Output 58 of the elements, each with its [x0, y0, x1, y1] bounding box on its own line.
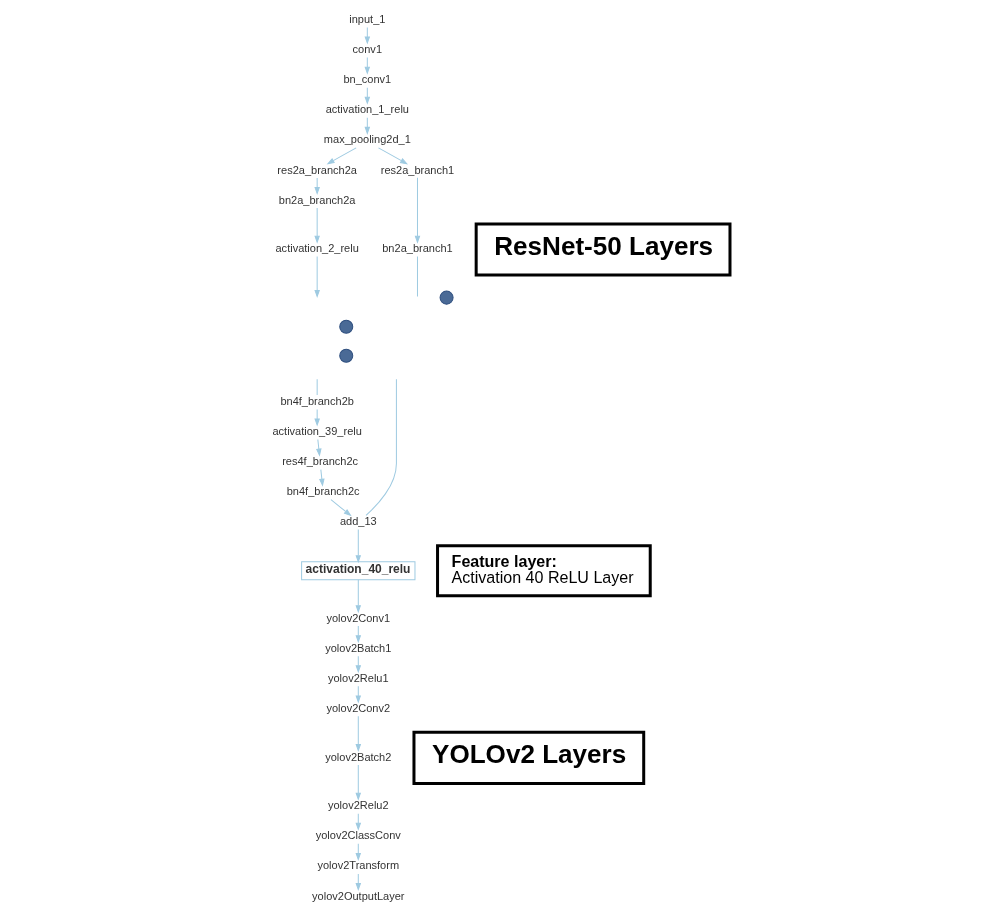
arrow [314, 206, 320, 243]
arrow [364, 26, 370, 44]
node-text: max_pooling2d_1 [323, 132, 411, 145]
arrow [377, 146, 408, 164]
node-text: yolov2Transform [317, 858, 400, 871]
node-text: activation_1_relu [325, 102, 409, 115]
node-box: YOLOv2 Layers [412, 730, 646, 785]
connector [316, 378, 318, 395]
node-box: ResNet-50 Layers [474, 221, 732, 277]
node-text: activation_2_relu [275, 241, 359, 254]
node-text: res4f_branch2c [282, 454, 359, 467]
node-circle [339, 319, 354, 334]
arrow [327, 146, 357, 164]
node-text: yolov2Relu1 [327, 671, 389, 684]
arrow [355, 715, 361, 751]
node-text: bn2a_branch1 [382, 241, 453, 254]
node-text: input_1 [349, 12, 386, 25]
arrow [314, 255, 320, 297]
node-text: bn4f_branch2b [280, 394, 354, 407]
arrow [330, 498, 351, 516]
connector [417, 255, 418, 297]
arrow [355, 625, 361, 642]
connector [365, 378, 397, 516]
arrow [364, 116, 370, 134]
node-text: yolov2Batch2 [325, 750, 392, 763]
arrow [355, 842, 361, 860]
arrow [319, 468, 325, 486]
node-text: yolov2OutputLayer [312, 889, 405, 902]
node-circle [339, 348, 354, 363]
arrow [355, 655, 361, 672]
node-text: res2a_branch1 [380, 163, 455, 176]
arrow [364, 56, 370, 74]
arrow [414, 176, 421, 243]
node-text: bn4f_branch2c [286, 484, 360, 497]
arrow [355, 872, 361, 890]
node-text: conv1 [352, 42, 383, 55]
node-text: yolov2Conv2 [326, 701, 391, 714]
node-text: yolov2ClassConv [315, 828, 401, 841]
arrow [314, 176, 320, 194]
arrow [355, 578, 361, 612]
node-box: Feature layer: Activation 40 ReLU Layer [436, 543, 652, 597]
arrow [314, 408, 320, 426]
node-text: yolov2Conv1 [326, 611, 391, 624]
node-text: bn2a_branch2a [278, 193, 356, 206]
node-box: activation_40_relu [301, 560, 416, 580]
node-circle [439, 290, 454, 305]
arrow [355, 812, 361, 830]
arrow [355, 528, 361, 562]
arrow [364, 86, 370, 104]
node-text: bn_conv1 [343, 72, 392, 85]
node-text: activation_39_relu [272, 424, 362, 437]
node-text: add_13 [339, 514, 377, 527]
arrow [355, 685, 361, 702]
arrow [316, 438, 322, 456]
arrow [355, 763, 361, 800]
node-text: yolov2Relu2 [327, 798, 389, 811]
node-text: res2a_branch2a [277, 163, 357, 176]
node-text: yolov2Batch1 [325, 641, 392, 654]
